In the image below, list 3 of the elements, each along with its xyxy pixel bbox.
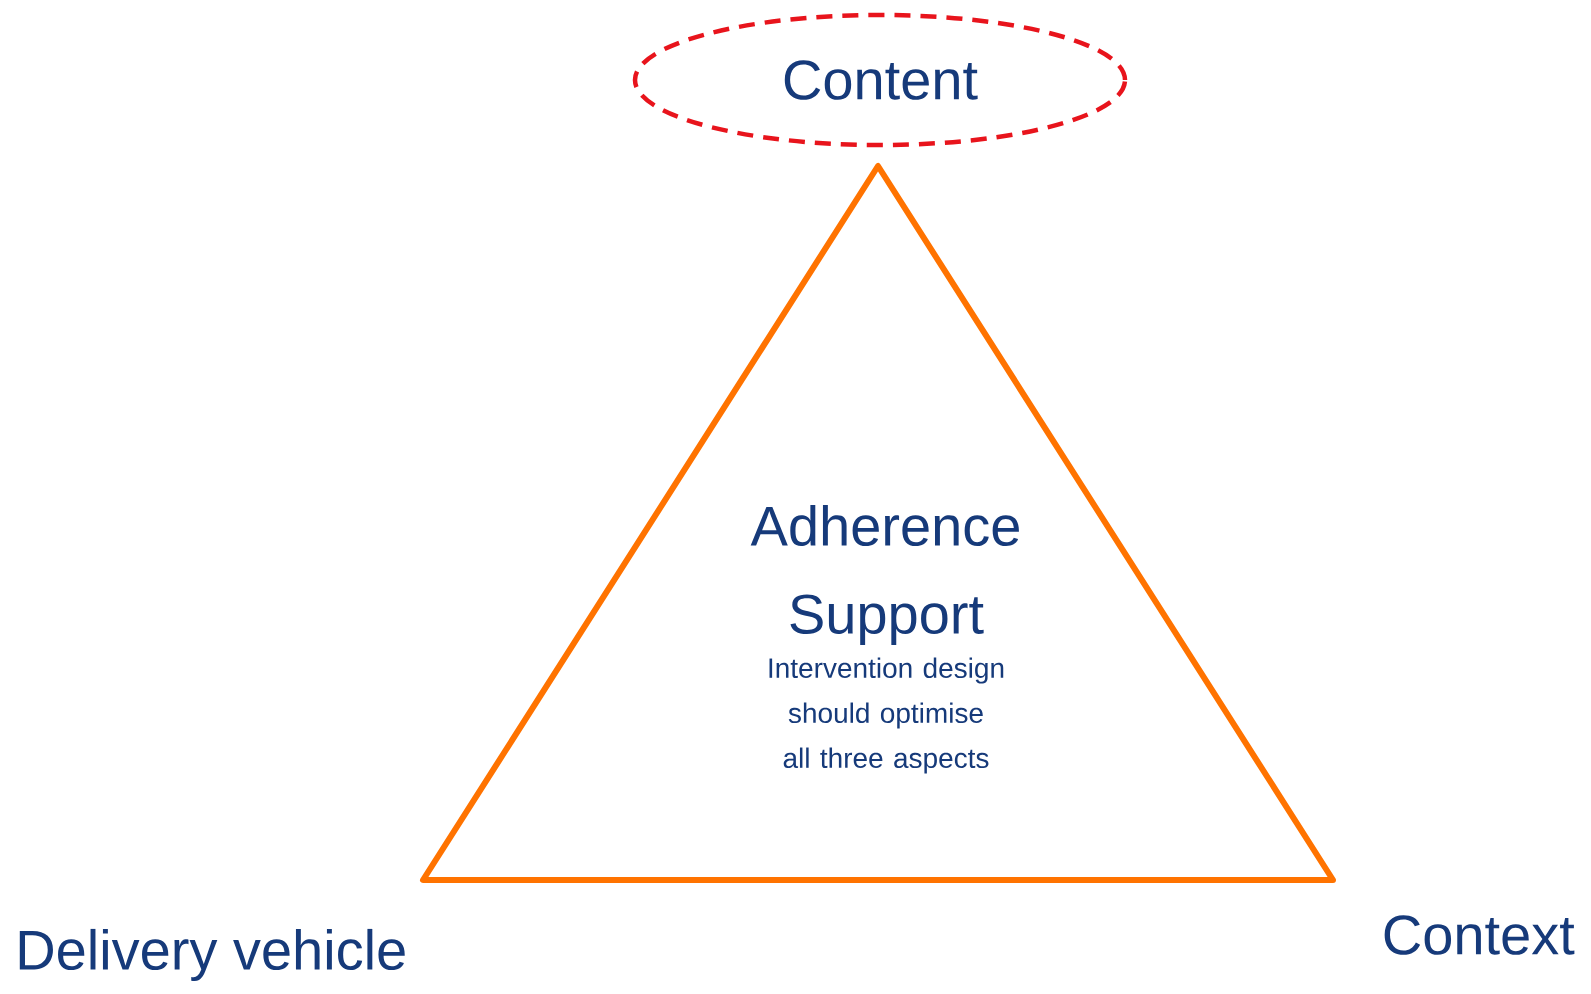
caption-text: Intervention design should optimise all three aspects — [769, 657, 1004, 774]
corner-label: Delivery vehicle — [19, 928, 405, 982]
corner-label: Context — [1384, 915, 1575, 955]
